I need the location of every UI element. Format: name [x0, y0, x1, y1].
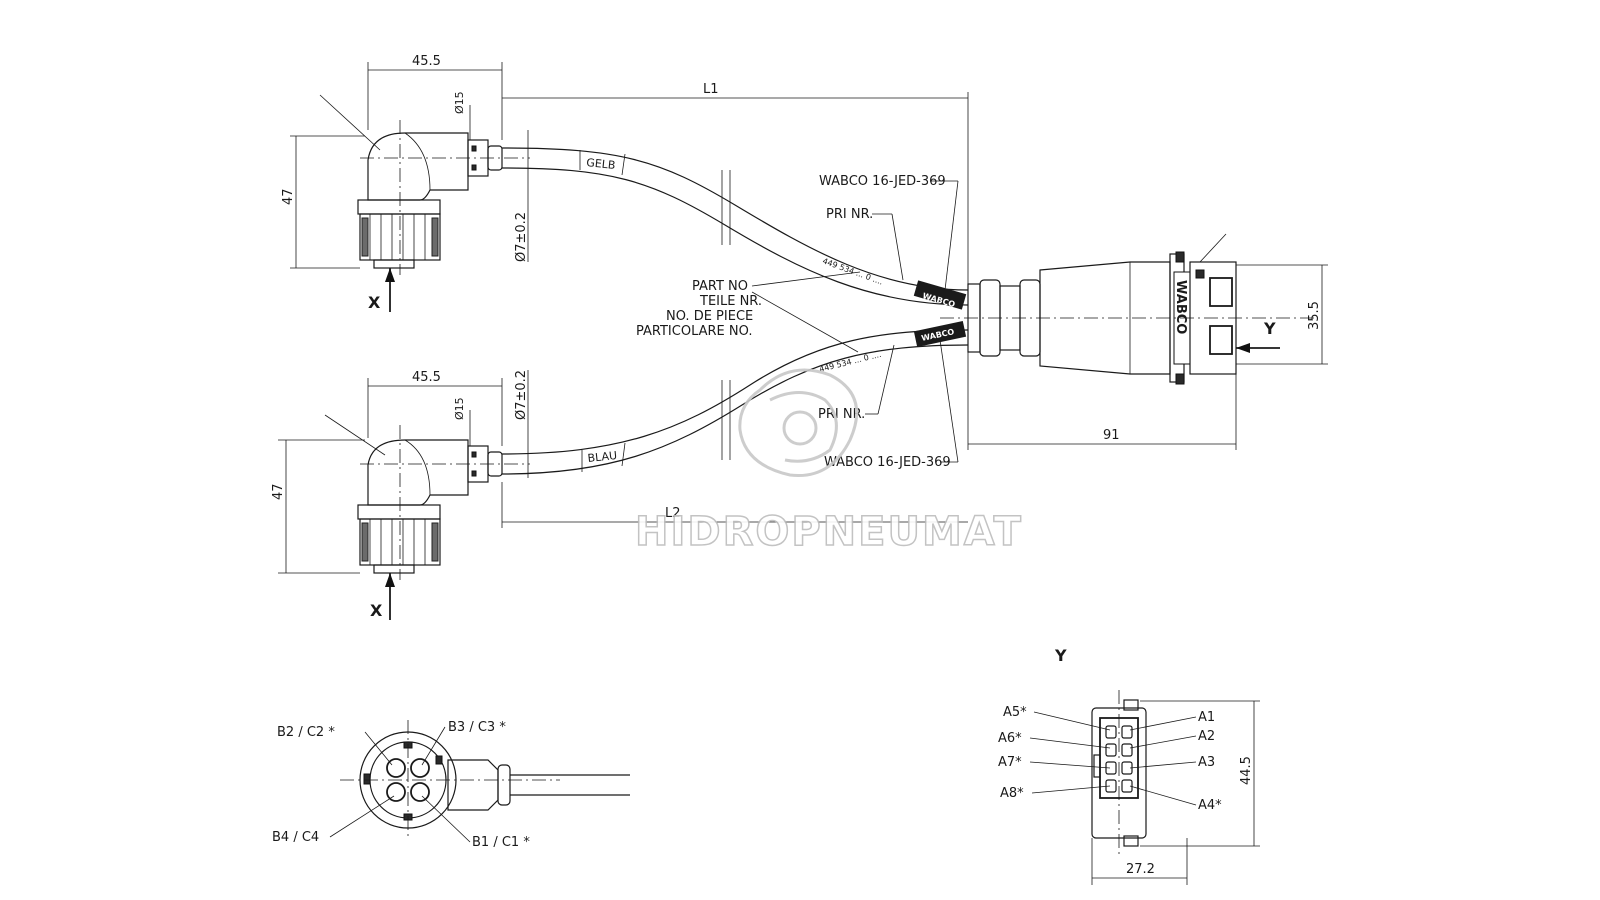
pin-label-b3c3: B3 / C3 * — [448, 720, 506, 735]
part-no-line2: TEILE NR. — [699, 294, 762, 309]
pin-label-b2c2: B2 / C2 * — [277, 725, 335, 740]
part-no-line4: PARTICOLARE NO. — [636, 324, 752, 339]
print-bottom: 449 534 ... 0 .... — [818, 350, 882, 374]
bottom-dimensions: 45.5 Ø15 Ø7±0.2 L2 47 X — [271, 370, 968, 620]
l1-label: L1 — [703, 82, 719, 97]
watermark-text: HIDROPNEUMAT — [635, 509, 1023, 555]
cables: GELB BLAU 449 534 ... 0 .... 449 534 ...… — [501, 147, 969, 475]
top-diameter-label: Ø15 — [453, 91, 466, 114]
watermark: HIDROPNEUMAT — [634, 368, 1023, 556]
top-angled-connector — [319, 94, 530, 275]
y-height-label: 44.5 — [1239, 756, 1254, 785]
top-cable-dia-label: Ø7±0.2 — [514, 212, 529, 262]
x-marker-bottom: X — [370, 601, 383, 620]
y-arrow-label: Y — [1263, 319, 1276, 338]
bottom-angled-connector — [324, 414, 530, 580]
plug-dimensions: 35.5 91 Y — [968, 264, 1328, 450]
bottom-cable-dia-label: Ø7±0.2 — [514, 370, 529, 420]
main-plug: WABCO — [940, 233, 1315, 385]
bottom-diameter-label: Ø15 — [453, 397, 466, 420]
bottom-width-label: 45.5 — [412, 370, 441, 385]
wabco-bottom-label: WABCO 16-JED-369 — [824, 455, 951, 470]
part-no-line3: NO. DE PIECE — [666, 309, 753, 324]
pri-top-label: PRI NR. — [826, 207, 873, 222]
y-view-title: Y — [1054, 646, 1067, 665]
gelb-label: GELB — [586, 156, 616, 172]
view-y-connector: Y — [1054, 646, 1147, 855]
pin-label-b4c4: B4 / C4 — [272, 830, 319, 845]
top-dimensions: 45.5 Ø15 L1 47 Ø7±0.2 X — [281, 54, 969, 450]
pin-label-a8: A8* — [1000, 786, 1024, 801]
pin-label-a2: A2 — [1198, 729, 1215, 744]
pin-label-a4: A4* — [1198, 798, 1222, 813]
pin-label-a3: A3 — [1198, 755, 1215, 770]
top-height-label: 47 — [281, 188, 296, 205]
plug-height-label: 35.5 — [1307, 301, 1322, 330]
plug-length-label: 91 — [1103, 428, 1120, 443]
blau-label: BLAU — [587, 449, 618, 465]
part-no-line1: PART NO — [692, 279, 748, 294]
view-x-connector — [340, 720, 630, 840]
view-y-dimensions: 44.5 27.2 — [1091, 700, 1260, 885]
pin-label-b1c1: B1 / C1 * — [472, 835, 530, 850]
pin-label-a1: A1 — [1198, 710, 1215, 725]
plug-brand-label: WABCO — [1173, 280, 1188, 334]
pin-label-a6: A6* — [998, 731, 1022, 746]
l2-label: L2 — [665, 506, 681, 521]
top-width-label: 45.5 — [412, 54, 441, 69]
view-x-pin-labels: B2 / C2 * B3 / C3 * B4 / C4 B1 / C1 * — [272, 720, 530, 850]
x-marker-top: X — [368, 293, 381, 312]
pin-label-a5: A5* — [1003, 705, 1027, 720]
print-top: 449 534 ... 0 .... — [821, 256, 884, 286]
pin-label-a7: A7* — [998, 755, 1022, 770]
view-y-pin-labels: A5* A6* A7* A8* A1 A2 A3 A4* — [998, 705, 1222, 813]
pri-bottom-label: PRI NR. — [818, 407, 865, 422]
bottom-height-label: 47 — [271, 483, 286, 500]
wabco-top-label: WABCO 16-JED-369 — [819, 174, 946, 189]
callouts: WABCO 16-JED-369 PRI NR. PART NO TEILE N… — [636, 174, 959, 470]
y-width-label: 27.2 — [1126, 862, 1155, 877]
